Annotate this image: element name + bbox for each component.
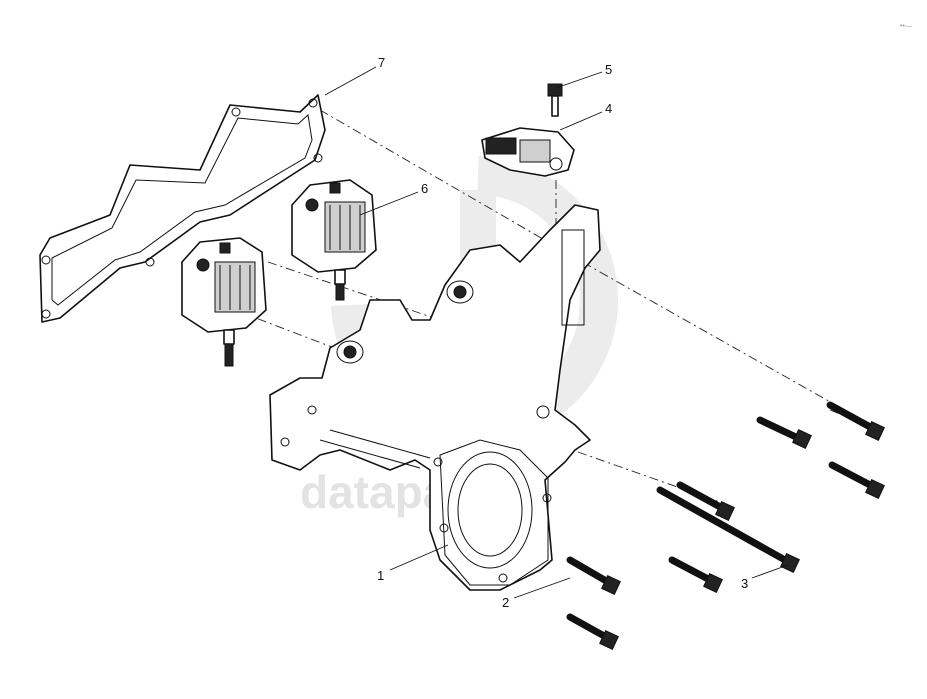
callout-6: 6	[421, 181, 428, 196]
callout-1: 1	[377, 568, 384, 583]
heater-element-part-6-upper[interactable]	[291, 179, 377, 301]
sensor-part-4[interactable]	[481, 127, 575, 177]
bolt-c	[828, 461, 885, 499]
bolt-b	[826, 401, 885, 441]
bolt-d	[676, 481, 735, 521]
leader-lines	[324, 66, 789, 599]
gasket-part-7[interactable]	[39, 94, 326, 323]
heater-element-part-6-lower[interactable]	[181, 237, 267, 367]
intake-manifold-part-1[interactable]	[269, 204, 601, 591]
screw-part-5[interactable]	[547, 83, 563, 117]
bolt-part-2-upper	[566, 556, 621, 595]
bolts-group[interactable]	[566, 401, 885, 650]
callout-3: 3	[741, 576, 748, 591]
callout-5: 5	[605, 62, 612, 77]
corner-mark: ••—	[900, 23, 912, 30]
bolt-e	[668, 556, 723, 593]
callout-2: 2	[502, 595, 509, 610]
callout-4: 4	[605, 101, 612, 116]
long-bolt-part-3	[656, 486, 800, 573]
bolt-a	[756, 416, 812, 449]
callout-7: 7	[378, 55, 385, 70]
bolt-part-2-lower	[566, 613, 619, 650]
